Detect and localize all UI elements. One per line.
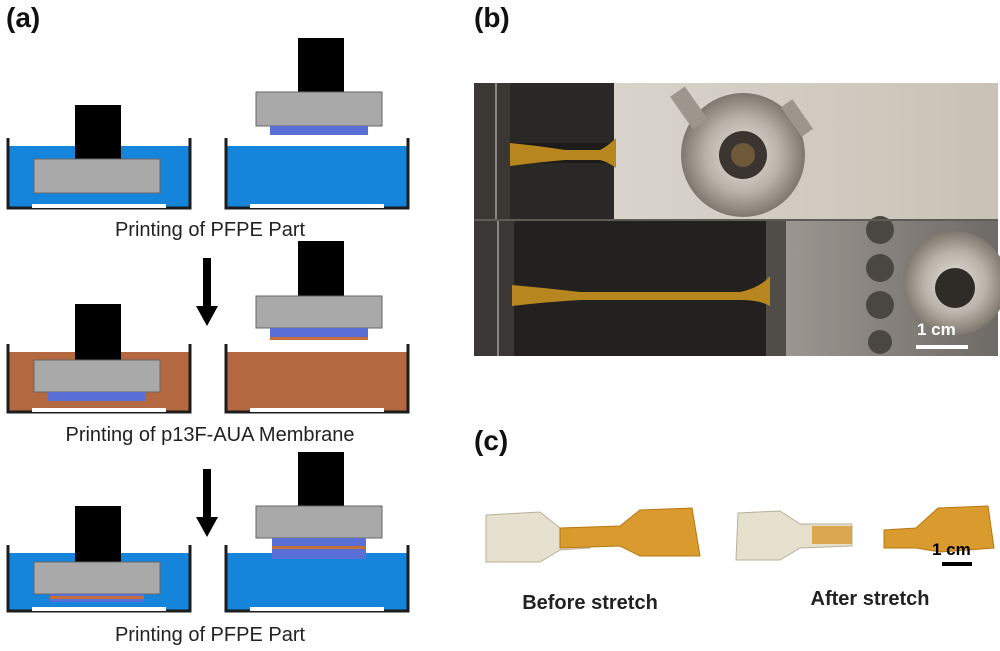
step2-caption: Printing of p13F-AUA Membrane	[65, 424, 355, 446]
tensile-test-photo	[474, 83, 1000, 356]
panel-b-label: (b)	[474, 2, 510, 33]
specimen-after-stretch	[735, 505, 995, 561]
panel-c-label: (c)	[474, 425, 509, 456]
step3-vat-left	[6, 506, 192, 613]
panel-b-scale-label: 1 cm	[917, 320, 956, 339]
after-stretch-caption: After stretch	[810, 588, 930, 610]
down-arrow-2	[196, 469, 218, 537]
down-arrow-1	[196, 258, 218, 326]
step3-vat-right	[224, 452, 410, 613]
specimen-before-stretch	[485, 507, 701, 563]
step3-caption: Printing of PFPE Part	[114, 624, 306, 646]
step1-vat-left	[6, 105, 192, 210]
step2-vat-left	[6, 304, 192, 414]
step2-vat-right	[224, 241, 410, 414]
step1-vat-right	[224, 38, 410, 210]
panel-a-label: (a)	[6, 2, 41, 33]
step1-caption: Printing of PFPE Part	[114, 219, 306, 241]
dogbone-specimens	[485, 505, 995, 566]
panel-c-scale-label: 1 cm	[932, 540, 971, 559]
before-stretch-caption: Before stretch	[522, 592, 658, 614]
